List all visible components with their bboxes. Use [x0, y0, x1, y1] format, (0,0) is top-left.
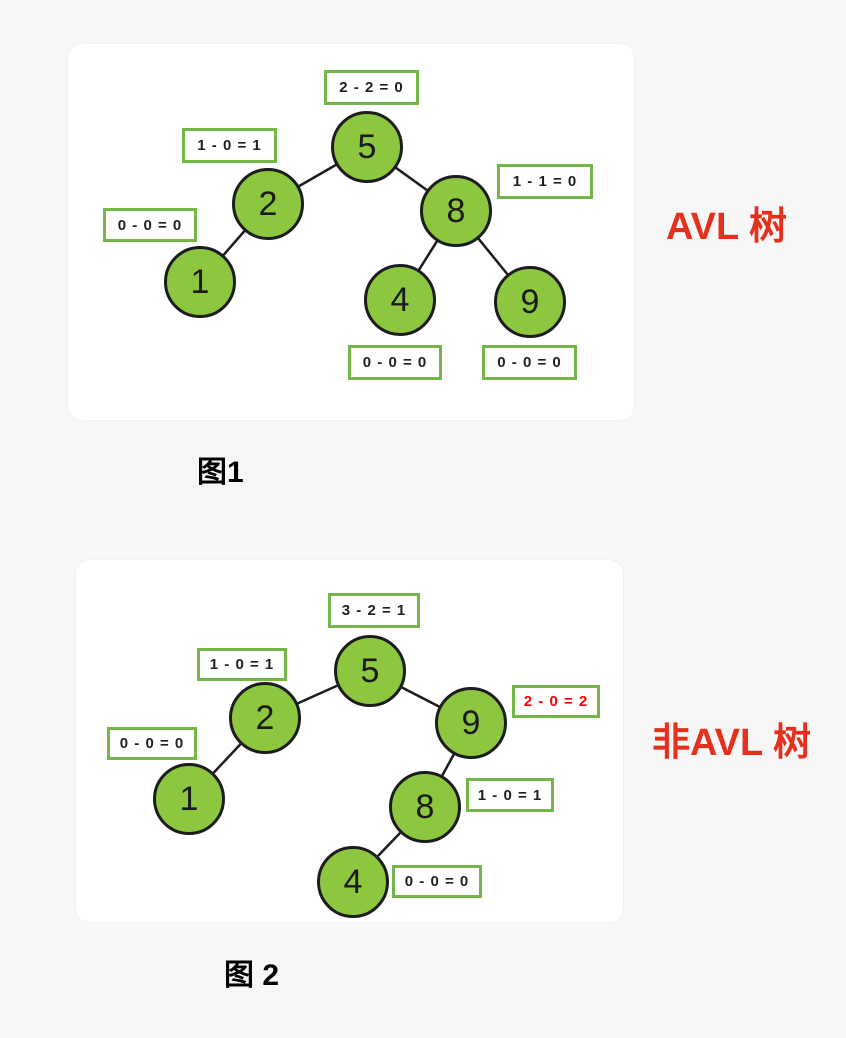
- fig2-tree-node-1: 1: [153, 763, 225, 835]
- balance-text: 0 - 0 = 0: [362, 354, 428, 371]
- fig2-balance-root: 3 - 2 = 1: [328, 593, 420, 628]
- balance-text: 0 - 0 = 0: [119, 735, 185, 752]
- node-value: 2: [258, 185, 278, 223]
- figure2-panel: 3 - 2 = 1 1 - 0 = 1 2 - 0 = 2 0 - 0 = 0 …: [76, 560, 623, 922]
- node-value: 4: [343, 863, 363, 901]
- balance-text: 2 - 2 = 0: [339, 79, 404, 96]
- node-value: 9: [520, 283, 540, 321]
- non-avl-tree-label: 非AVL 树: [652, 722, 812, 764]
- node-value: 8: [415, 788, 435, 826]
- node-value: 1: [190, 263, 210, 301]
- balance-text: 1 - 0 = 1: [477, 786, 543, 804]
- balance-text: 1 - 0 = 1: [209, 656, 275, 673]
- avl-tree-label: AVL 树: [666, 206, 788, 248]
- node-value: 4: [390, 281, 410, 319]
- fig2-tree-node-2: 2: [229, 682, 301, 754]
- balance-text: 1 - 0 = 1: [197, 137, 262, 154]
- fig1-tree-node-8: 8: [420, 175, 492, 247]
- fig1-balance-node1: 0 - 0 = 0: [103, 208, 197, 242]
- node-value: 9: [461, 704, 481, 742]
- balance-text: 0 - 0 = 0: [117, 216, 183, 234]
- fig2-balance-node1: 0 - 0 = 0: [107, 727, 197, 760]
- balance-text: 0 - 0 = 0: [497, 354, 562, 371]
- fig1-tree-node-2: 2: [232, 168, 304, 240]
- node-value: 8: [446, 192, 466, 230]
- fig2-balance-node4: 0 - 0 = 0: [392, 865, 482, 898]
- fig1-tree-node-4: 4: [364, 264, 436, 336]
- node-value: 5: [357, 128, 377, 166]
- node-value: 5: [360, 652, 380, 690]
- fig1-balance-node9: 0 - 0 = 0: [482, 345, 577, 380]
- fig2-balance-node8: 1 - 0 = 1: [466, 778, 554, 812]
- balance-text: 1 - 1 = 0: [512, 173, 578, 190]
- node-value: 1: [179, 780, 199, 818]
- fig1-tree-node-9: 9: [494, 266, 566, 338]
- balance-text: 0 - 0 = 0: [404, 873, 470, 890]
- figure1-caption: 图1: [197, 456, 244, 489]
- balance-text: 3 - 2 = 1: [341, 602, 407, 619]
- fig1-balance-root: 2 - 2 = 0: [324, 70, 419, 105]
- fig1-balance-node8: 1 - 1 = 0: [497, 164, 593, 199]
- figure2-caption: 图 2: [224, 959, 280, 992]
- fig2-tree-node-4: 4: [317, 846, 389, 918]
- figure1-panel: 2 - 2 = 0 1 - 0 = 1 1 - 1 = 0 0 - 0 = 0 …: [68, 44, 634, 420]
- fig2-balance-node9-alert: 2 - 0 = 2: [512, 685, 600, 718]
- fig2-tree-node-8: 8: [389, 771, 461, 843]
- fig2-tree-node-9: 9: [435, 687, 507, 759]
- fig1-tree-node-5: 5: [331, 111, 403, 183]
- node-value: 2: [255, 699, 275, 737]
- balance-text: 2 - 0 = 2: [523, 693, 589, 710]
- fig1-balance-node4: 0 - 0 = 0: [348, 345, 442, 380]
- fig2-tree-node-5: 5: [334, 635, 406, 707]
- fig2-balance-node2: 1 - 0 = 1: [197, 648, 287, 681]
- fig1-tree-node-1: 1: [164, 246, 236, 318]
- fig1-balance-node2: 1 - 0 = 1: [182, 128, 277, 163]
